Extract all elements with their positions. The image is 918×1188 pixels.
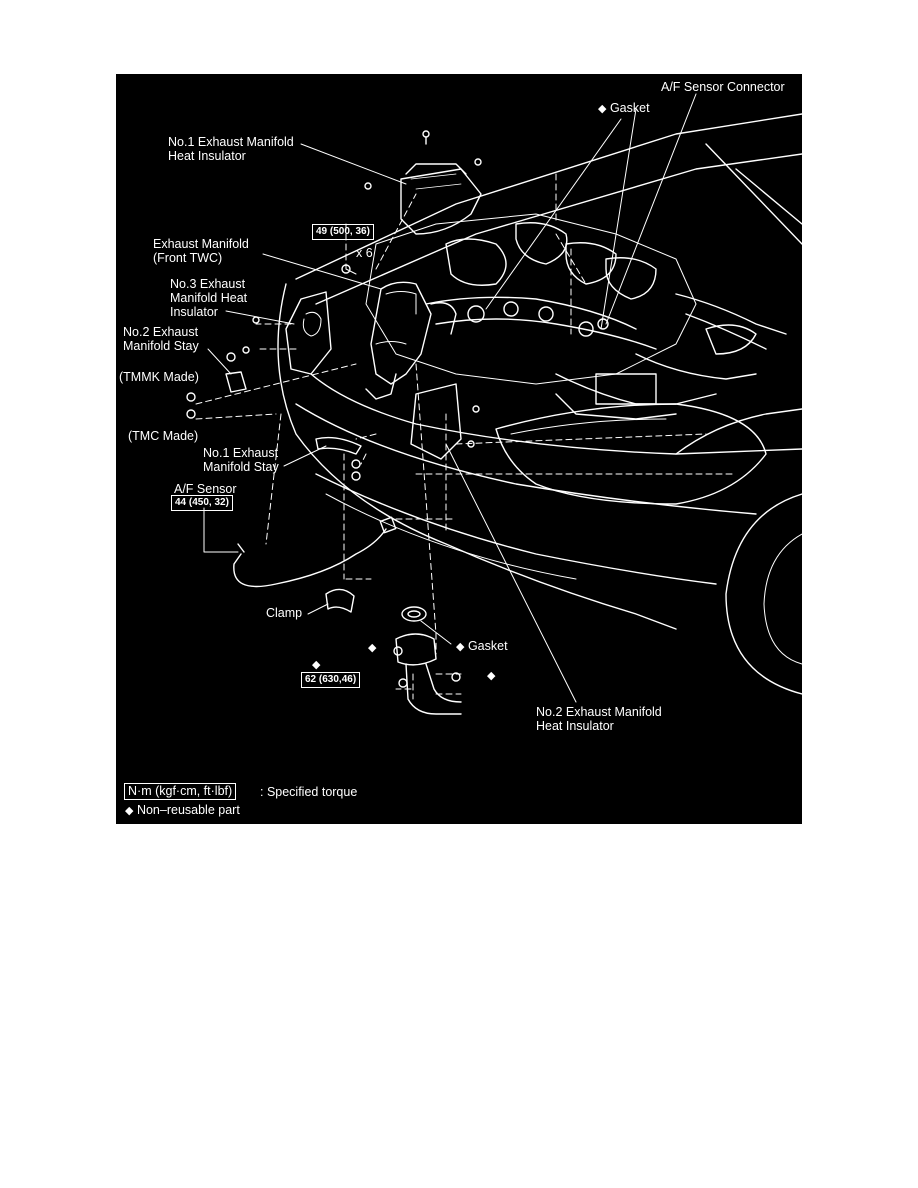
leader-no1-stay xyxy=(283,445,327,467)
fender-outline xyxy=(675,408,802,455)
nonreusable-marker-right: ◆ xyxy=(487,668,495,683)
gasket-ring xyxy=(401,606,427,622)
label-af-sensor: A/F Sensor xyxy=(174,482,237,496)
legend-nonreusable: ◆ Non–reusable part xyxy=(125,803,240,818)
legend-torque-unit: N·m (kgf·cm, ft·lbf) xyxy=(124,783,237,800)
label-tmmk-made: (TMMK Made) xyxy=(119,370,199,384)
label-no3-heat-insulator-line2: Manifold Heat xyxy=(170,291,248,305)
label-no1-stay-line2: Manifold Stay xyxy=(203,460,279,474)
exhaust-manifold-shape xyxy=(370,281,432,385)
leader-no3-insulator xyxy=(225,310,295,325)
label-clamp: Clamp xyxy=(266,606,303,620)
label-gasket-top: ◆ Gasket xyxy=(598,101,650,116)
nonreusable-diamond-icon: ◆ xyxy=(598,103,607,115)
label-no1-heat-insulator: No.1 Exhaust Manifold Heat Insulator xyxy=(168,135,294,163)
leader-no1-insulator xyxy=(300,143,407,185)
nonreusable-diamond-icon: ◆ xyxy=(487,670,496,682)
label-no3-heat-insulator-line1: No.3 Exhaust xyxy=(170,277,246,291)
label-no1-stay: No.1 Exhaust Manifold Stay xyxy=(203,446,279,474)
nonreusable-diamond-icon: ◆ xyxy=(125,805,134,817)
no3-heat-insulator-shape xyxy=(285,291,332,375)
torque-box-manifold-nut: 49 (500, 36) xyxy=(312,224,374,240)
label-no2-stay-line2: Manifold Stay xyxy=(123,339,199,353)
nonreusable-diamond-icon: ◆ xyxy=(456,641,465,653)
diagram-artwork xyxy=(186,93,802,715)
label-no2-heat-insulator: No.2 Exhaust Manifold Heat Insulator xyxy=(536,705,662,733)
leader-no2-stay xyxy=(207,348,232,375)
clamp-shape xyxy=(325,588,355,613)
label-no3-heat-insulator-line3: Insulator xyxy=(170,305,218,319)
engine-block xyxy=(365,213,697,385)
leader-exhaust-manifold xyxy=(262,253,382,290)
label-gasket-bottom: ◆ Gasket xyxy=(456,639,508,654)
nonreusable-marker-torque: ◆ xyxy=(312,657,320,672)
nonreusable-marker-left: ◆ xyxy=(368,640,376,655)
legend-nonreusable-text: Non–reusable part xyxy=(136,803,240,817)
label-no1-heat-insulator-line2: Heat Insulator xyxy=(168,149,246,163)
leader-no2-insulator xyxy=(445,443,577,703)
af-sensor-wire xyxy=(233,528,387,588)
headlamp-outline xyxy=(495,403,767,505)
label-exhaust-manifold-line1: Exhaust Manifold xyxy=(153,237,249,251)
no1-heat-insulator-shape xyxy=(400,168,482,235)
label-no2-heat-insulator-line1: No.2 Exhaust Manifold xyxy=(536,705,662,719)
label-no1-stay-line1: No.1 Exhaust xyxy=(203,446,279,460)
no1-stay-shape xyxy=(315,436,362,455)
nonreusable-diamond-icon: ◆ xyxy=(312,659,321,671)
label-tmc-made: (TMC Made) xyxy=(128,429,199,443)
label-exhaust-manifold-line2: (Front TWC) xyxy=(153,251,223,265)
label-af-sensor-connector: A/F Sensor Connector xyxy=(661,80,785,94)
label-no2-stay: No.2 Exhaust Manifold Stay xyxy=(123,325,199,353)
leader-af-sensor xyxy=(203,507,239,553)
torque-box-flange-bolt: 62 (630,46) xyxy=(301,672,361,688)
bumper-outline xyxy=(277,283,677,630)
label-no1-heat-insulator-line1: No.1 Exhaust Manifold xyxy=(168,135,294,149)
label-no3-heat-insulator: No.3 Exhaust Manifold Heat Insulator xyxy=(170,277,247,319)
leader-clamp xyxy=(307,603,329,615)
torque-box-af-sensor: 44 (450, 32) xyxy=(171,495,233,511)
leader-af-connector xyxy=(605,93,697,325)
label-gasket-top-text: Gasket xyxy=(609,101,650,115)
label-gasket-bottom-text: Gasket xyxy=(467,639,508,653)
legend-torque-desc: : Specified torque xyxy=(260,785,358,799)
no2-stay-shape xyxy=(225,371,247,393)
label-exhaust-manifold: Exhaust Manifold (Front TWC) xyxy=(153,237,249,265)
leader-gasket-bottom xyxy=(420,620,452,645)
hood-outline xyxy=(295,113,802,280)
leader-gasket-top xyxy=(485,118,622,310)
wheel-arch xyxy=(725,493,802,695)
no2-heat-insulator-shape xyxy=(410,383,462,460)
nonreusable-diamond-icon: ◆ xyxy=(368,642,377,654)
label-no2-heat-insulator-line2: Heat Insulator xyxy=(536,719,614,733)
label-times-six: x 6 xyxy=(356,246,373,260)
label-no2-stay-line1: No.2 Exhaust xyxy=(123,325,199,339)
exhaust-manifold-exploded-diagram: A/F Sensor Connector ◆ Gasket No.1 Exhau… xyxy=(116,74,802,824)
